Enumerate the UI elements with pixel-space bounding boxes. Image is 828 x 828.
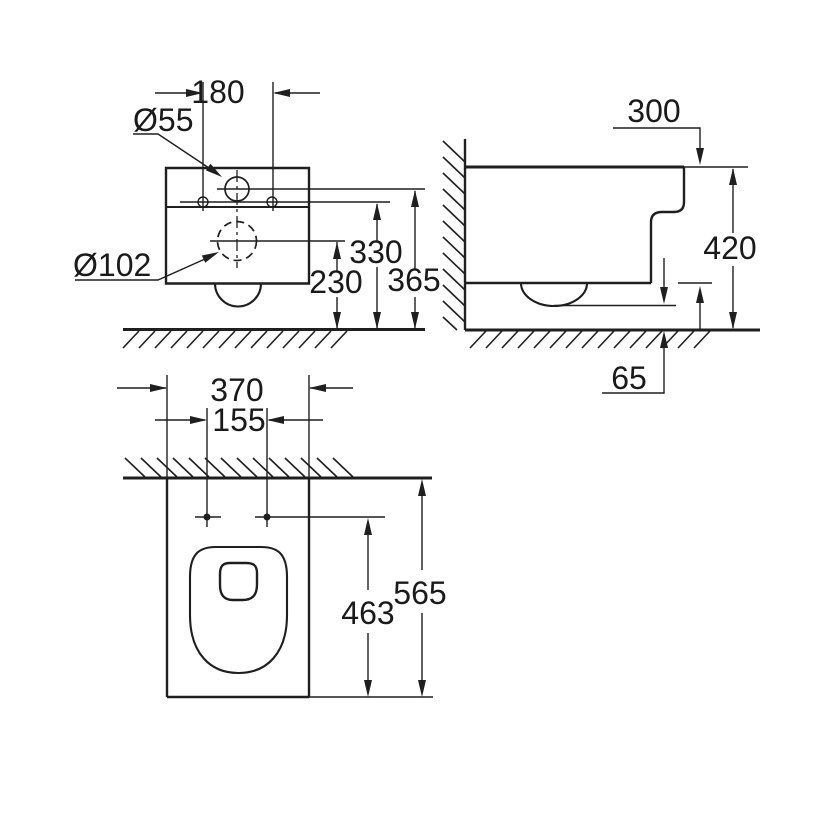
drain-clearance-arrow-down <box>660 287 668 304</box>
side-front-edge-profile <box>649 167 686 283</box>
dim-230-label: 230 <box>309 264 362 300</box>
dim-370-arrow-left <box>150 384 167 392</box>
front-view: 180 Ø55 Ø102 230 330 <box>73 74 441 349</box>
side-drain-arc <box>519 282 589 308</box>
dim-230-arrow-down <box>333 312 341 329</box>
dim-180-arrow-right <box>273 89 290 97</box>
dim-180-label: 180 <box>191 74 244 110</box>
dim-230-arrow-up <box>333 242 341 259</box>
body-bottom-arrow-up <box>696 286 704 303</box>
front-body-outline <box>164 166 311 285</box>
dim-420-arrow-up <box>729 168 737 185</box>
dim-565-label: 565 <box>393 575 446 611</box>
dim-300-label: 300 <box>627 93 680 129</box>
plan-bowl-inner-outline <box>218 561 259 602</box>
outlet-leader-arrow <box>201 252 219 263</box>
plan-fixing-hole-left <box>203 513 211 521</box>
front-drain-arc <box>213 283 263 308</box>
outlet-leader-line <box>75 258 206 281</box>
label-inlet-diameter: Ø55 <box>133 102 222 177</box>
plan-view: 370 155 463 565 <box>117 372 447 699</box>
dim-65-arrow-up <box>660 331 668 348</box>
dim-420-label: 420 <box>703 230 756 266</box>
dim-365-arrow-up <box>411 190 419 207</box>
dim-330-arrow-up <box>373 203 381 220</box>
dim-370-label: 370 <box>210 372 263 408</box>
side-view: 300 420 65 <box>442 93 760 396</box>
dim-330-label: 330 <box>349 234 402 270</box>
dim-300-line <box>613 127 701 149</box>
dim-463-arrow-down <box>364 680 372 697</box>
dim-420: 420 <box>703 168 757 329</box>
inlet-leader-line <box>133 133 210 169</box>
plan-wall-hatch <box>124 457 354 478</box>
dim-463-label: 463 <box>341 595 394 631</box>
inlet-diameter-label: Ø55 <box>133 102 193 138</box>
dim-65: 65 <box>602 331 668 396</box>
dim-65-label: 65 <box>611 360 647 396</box>
dim-330-arrow-down <box>373 312 381 329</box>
dim-365-arrow-down <box>411 312 419 329</box>
dim-370-extension-lines <box>166 375 310 478</box>
dim-565-arrow-down <box>418 680 426 697</box>
dim-370-arrow-right <box>309 384 326 392</box>
inlet-leader-arrow <box>205 163 222 177</box>
dim-180-arrow-left <box>186 89 203 97</box>
dim-365: 365 <box>387 190 441 329</box>
dim-370: 370 <box>117 372 353 478</box>
dim-155-arrow-right <box>267 416 284 424</box>
dim-230: 230 <box>309 242 363 329</box>
dim-180: 180 <box>155 74 320 211</box>
dim-365-label: 365 <box>387 262 440 298</box>
dim-300-arrow-down <box>696 148 704 165</box>
plan-bowl-outline <box>188 545 289 675</box>
dim-565: 565 <box>393 479 447 697</box>
dim-300: 300 <box>613 93 704 165</box>
side-floor-hatch <box>469 330 711 349</box>
side-wall-hatch <box>442 140 466 331</box>
plan-fixing-holes <box>195 408 385 527</box>
dim-330: 330 <box>349 203 403 329</box>
dim-565-arrow-up <box>418 479 426 496</box>
plan-fixing-hole-right <box>263 513 271 521</box>
dim-463-arrow-up <box>364 518 372 535</box>
dim-180-extension-lines <box>202 82 274 211</box>
dim-155: 155 <box>155 402 323 438</box>
outlet-diameter-label: Ø102 <box>73 247 151 283</box>
dim-155-arrow-left <box>190 416 207 424</box>
dim-155-label: 155 <box>212 402 265 438</box>
plan-body-outline <box>165 478 311 699</box>
dim-463: 463 <box>341 518 395 697</box>
dim-65-leader-line <box>602 348 665 394</box>
dim-155-extension-lines <box>206 408 268 527</box>
label-outlet-diameter: Ø102 <box>73 247 219 283</box>
clearance-pointers <box>660 258 704 329</box>
front-floor-hatch <box>122 330 348 349</box>
dim-420-arrow-down <box>729 312 737 329</box>
